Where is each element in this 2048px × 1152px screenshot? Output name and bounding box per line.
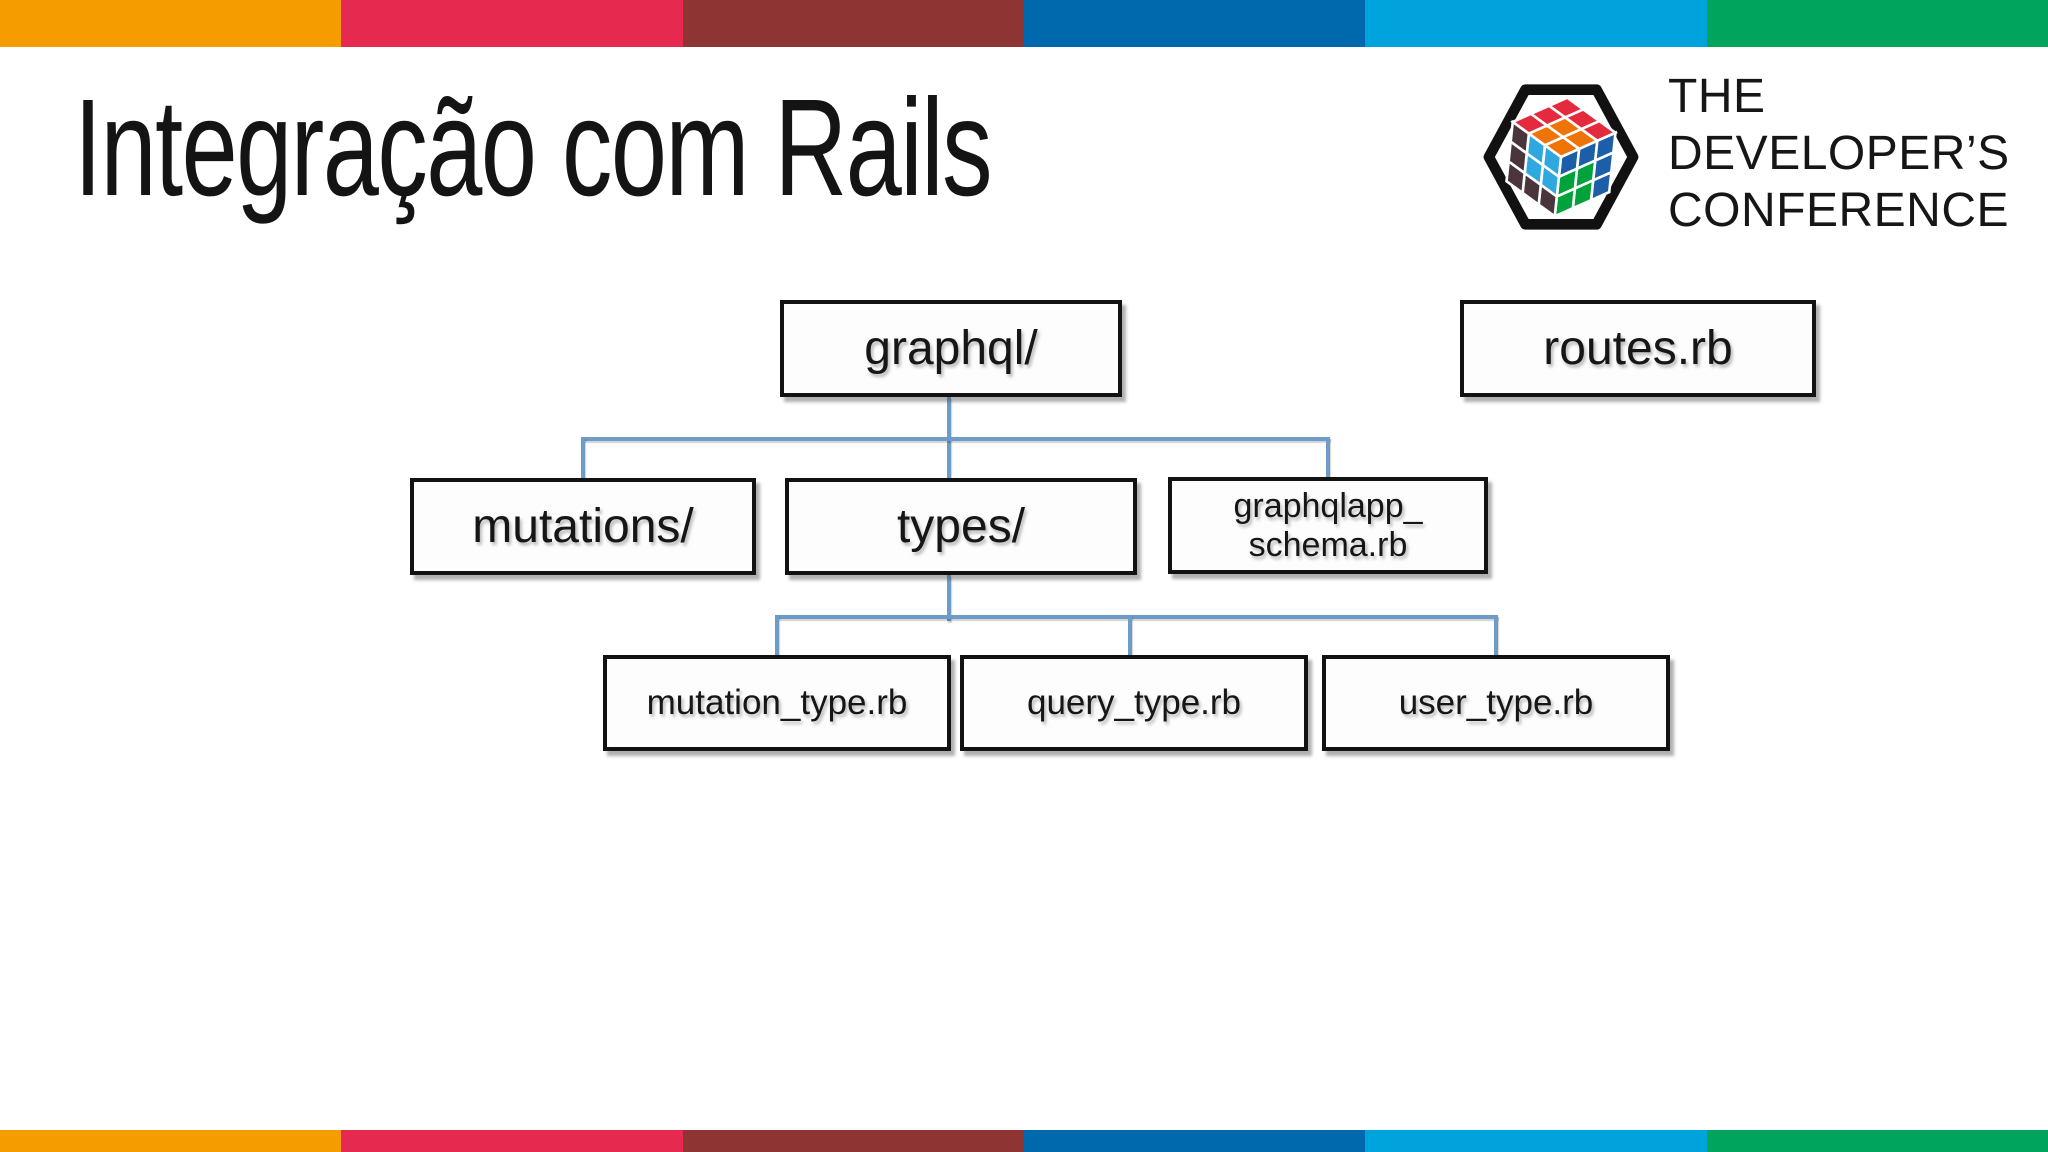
- stripe-segment: [1706, 1130, 2048, 1152]
- node-graphqlapp-schema-line2: schema.rb: [1248, 525, 1408, 564]
- connector-types-down: [947, 575, 951, 621]
- node-mutations-label: mutations/: [472, 499, 694, 553]
- node-types-label: types/: [896, 499, 1026, 553]
- node-user-type-label: user_type.rb: [1398, 683, 1594, 723]
- connector-drop-mutation-type: [775, 615, 779, 663]
- tdc-logo-text-line2: DEVELOPER’S: [1668, 127, 2010, 180]
- stripe-segment: [1023, 1130, 1366, 1152]
- node-query-type: query_type.rb: [960, 655, 1308, 751]
- node-mutations: mutations/: [410, 478, 756, 575]
- bottom-stripe-bar: [0, 1130, 2048, 1152]
- connector-types-horizontal: [775, 615, 1498, 619]
- stripe-segment: [1706, 0, 2048, 47]
- stripe-segment: [1365, 0, 1707, 47]
- tdc-logo-text-line1: THE: [1668, 70, 1766, 123]
- top-stripe-bar: [0, 0, 2048, 47]
- node-query-type-label: query_type.rb: [1026, 683, 1242, 723]
- connector-drop-user-type: [1494, 615, 1498, 663]
- stripe-segment: [682, 0, 1024, 47]
- connector-graphql-down: [947, 397, 951, 485]
- tdc-logo: THE DEVELOPER’S CONFERENCE: [1482, 70, 2038, 239]
- node-user-type: user_type.rb: [1322, 655, 1670, 751]
- node-mutation-type-label: mutation_type.rb: [646, 683, 908, 723]
- stripe-segment: [341, 0, 683, 47]
- stripe-segment: [682, 1130, 1024, 1152]
- node-types: types/: [785, 478, 1137, 575]
- node-graphql-label: graphql/: [864, 321, 1038, 375]
- node-graphqlapp-schema: graphqlapp_ schema.rb: [1168, 477, 1488, 574]
- tdc-logo-text-line3: CONFERENCE: [1668, 184, 2010, 237]
- node-routes: routes.rb: [1460, 300, 1816, 397]
- connector-graphql-horizontal: [581, 437, 1330, 441]
- node-graphqlapp-schema-line1: graphqlapp_: [1233, 487, 1423, 526]
- node-mutation-type: mutation_type.rb: [603, 655, 951, 751]
- tdc-logo-text: THE DEVELOPER’S CONFERENCE: [1668, 68, 2010, 239]
- node-graphql: graphql/: [780, 300, 1122, 397]
- connector-drop-mutations: [581, 437, 585, 487]
- stripe-segment: [0, 1130, 342, 1152]
- page-title: Integração com Rails: [74, 71, 993, 225]
- tdc-cube-icon: [1482, 82, 1640, 232]
- stripe-segment: [1023, 0, 1366, 47]
- connector-drop-schema: [1326, 437, 1330, 485]
- node-routes-label: routes.rb: [1543, 321, 1733, 375]
- stripe-segment: [1365, 1130, 1707, 1152]
- stripe-segment: [0, 0, 342, 47]
- stripe-segment: [341, 1130, 683, 1152]
- connector-drop-query-type: [1128, 615, 1132, 663]
